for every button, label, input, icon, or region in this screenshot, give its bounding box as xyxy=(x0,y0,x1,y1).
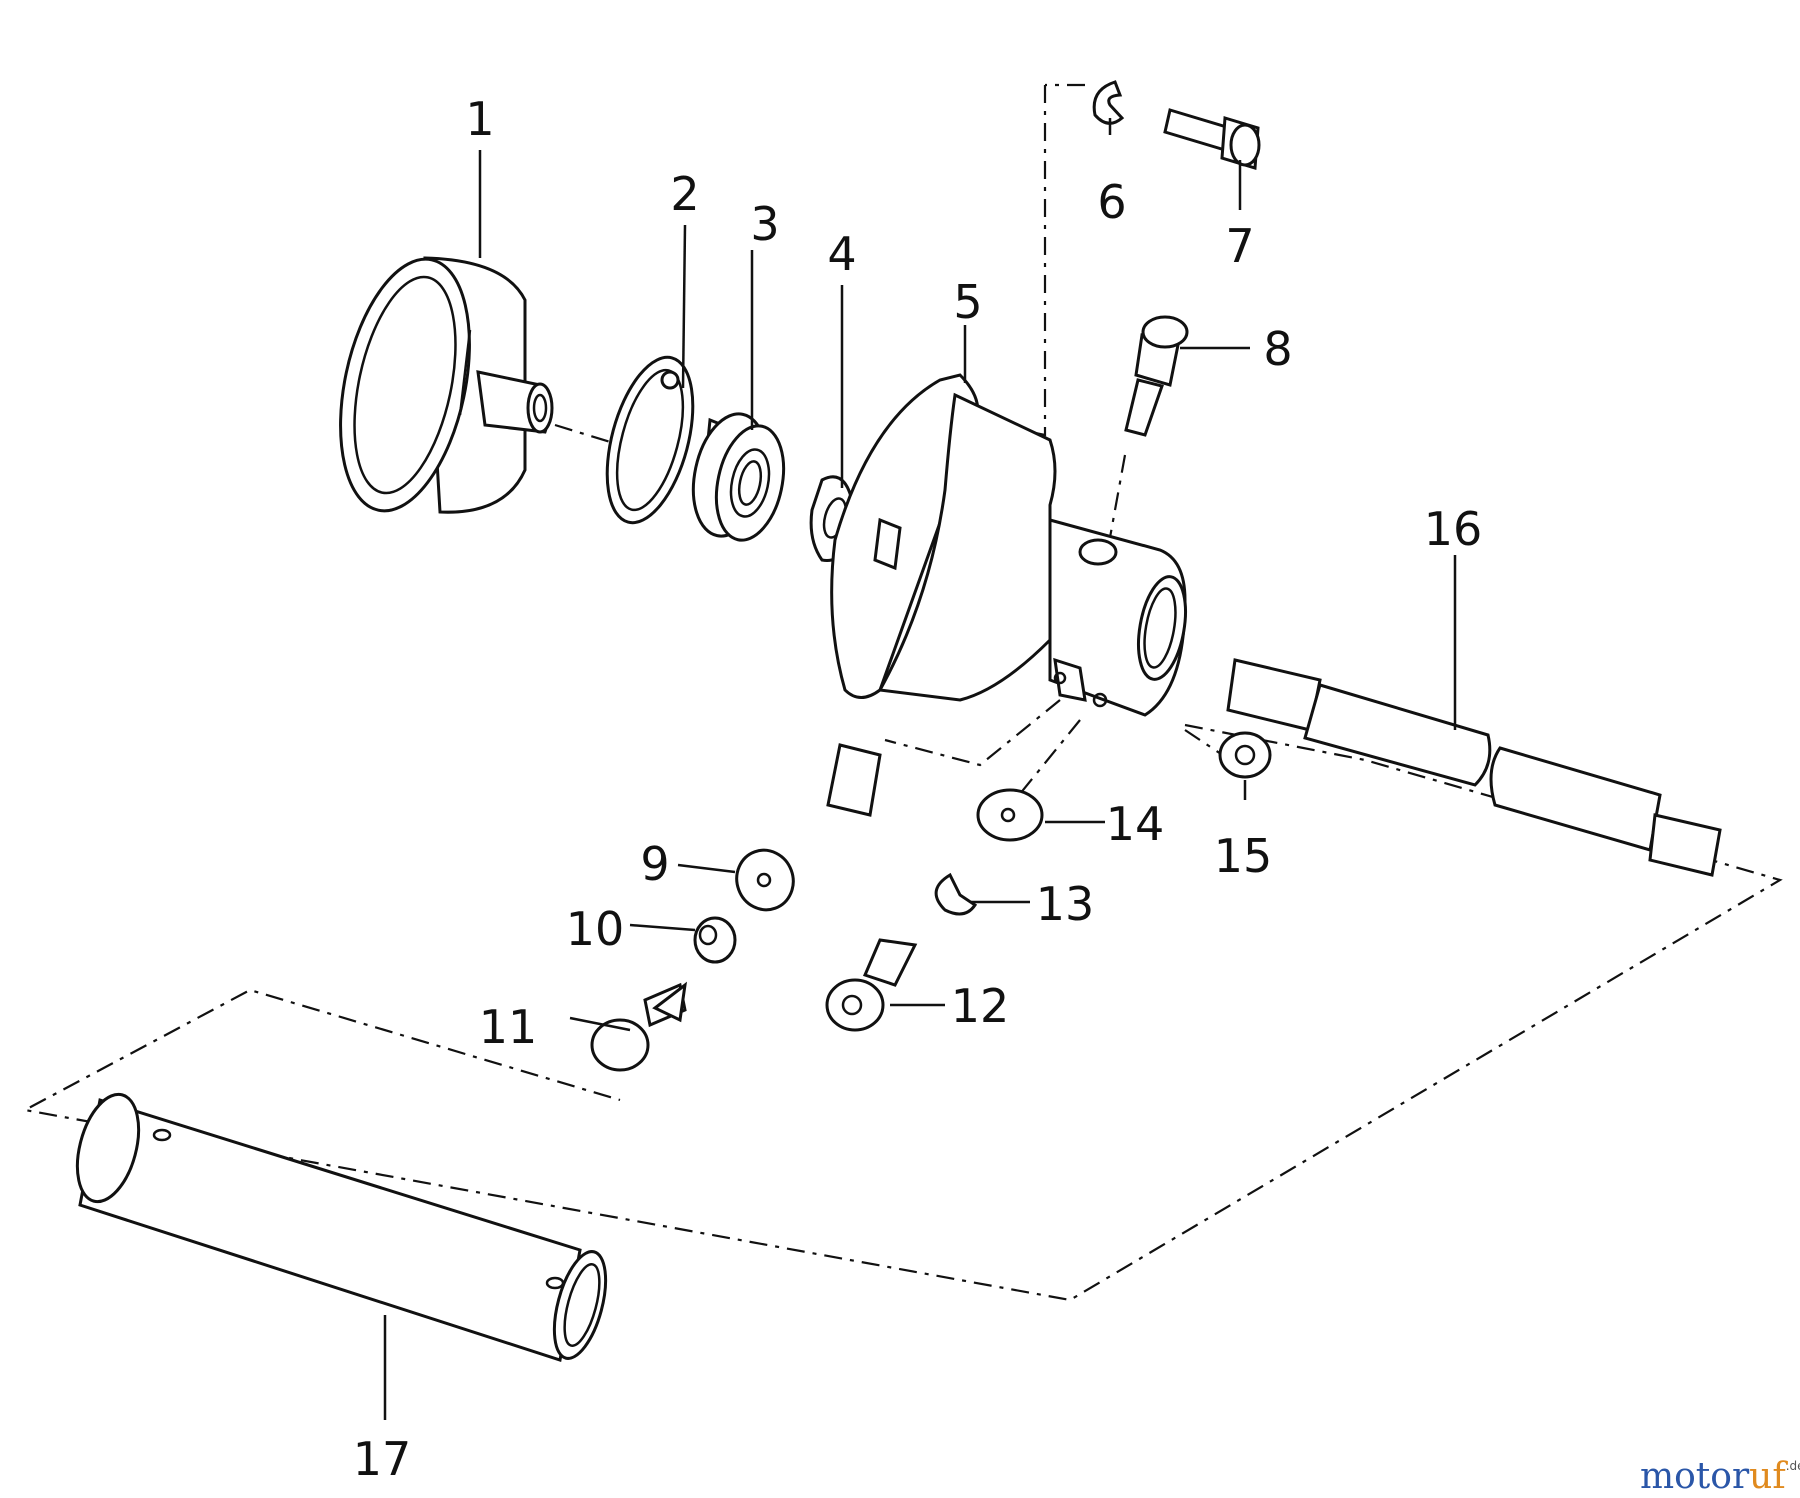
part-3-bearing xyxy=(691,412,786,542)
watermark-logo: motoruf.de xyxy=(1640,1456,1800,1497)
part-17-tube xyxy=(75,1092,608,1362)
callout-6: 6 xyxy=(1097,175,1126,229)
callout-13: 13 xyxy=(1036,877,1095,931)
callout-1: 1 xyxy=(465,92,494,146)
callout-15: 15 xyxy=(1214,829,1273,883)
part-7-bolt xyxy=(1163,108,1261,170)
callout-16: 16 xyxy=(1424,502,1483,556)
part-6-e-clip xyxy=(1092,80,1125,125)
part-11-screw xyxy=(590,981,688,1072)
part-12-socket-screw xyxy=(825,938,918,1032)
callout-17: 17 xyxy=(353,1432,412,1486)
callout-4: 4 xyxy=(827,227,856,281)
part-14-washer xyxy=(976,788,1044,842)
watermark-part-b: uf xyxy=(1749,1456,1788,1497)
callout-2: 2 xyxy=(670,167,699,221)
watermark-suffix: .de xyxy=(1786,1459,1800,1473)
callout-leader-lines xyxy=(383,118,1457,1420)
callout-7: 7 xyxy=(1225,219,1254,273)
callout-14: 14 xyxy=(1106,797,1165,851)
part-5-gear-housing xyxy=(830,373,1187,717)
callout-labels: 1 2 3 4 5 6 7 8 9 10 11 12 13 14 15 16 1… xyxy=(353,92,1483,1486)
callout-9: 9 xyxy=(640,837,669,891)
part-1-clutch-drum xyxy=(339,256,554,514)
callout-3: 3 xyxy=(750,197,779,251)
watermark-part-a: motor xyxy=(1640,1456,1750,1497)
callout-10: 10 xyxy=(566,902,625,956)
part-8-bolt xyxy=(1124,315,1189,437)
callout-12: 12 xyxy=(951,979,1010,1033)
part-2-snap-ring xyxy=(605,355,695,525)
callout-5: 5 xyxy=(953,275,982,329)
part-10-washer xyxy=(693,916,737,964)
callout-8: 8 xyxy=(1263,322,1292,376)
callout-11: 11 xyxy=(479,1000,538,1054)
svg-text:motoruf.de: motoruf.de xyxy=(1640,1456,1800,1497)
part-13-e-ring xyxy=(934,872,978,916)
part-16-drive-shaft xyxy=(1226,658,1722,877)
part-15-washer xyxy=(1218,731,1272,779)
part-9-spacer xyxy=(735,743,882,912)
